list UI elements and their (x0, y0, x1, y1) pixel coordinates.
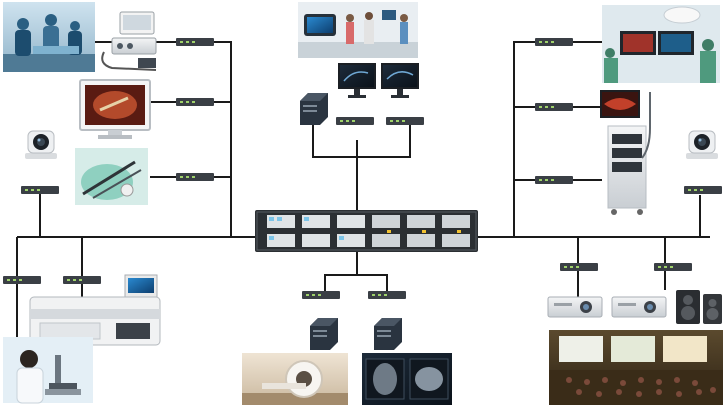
wire-bottom-fork (324, 274, 388, 293)
lecture-hall-photo-icon (549, 330, 723, 405)
mri-scanner-photo-icon (242, 353, 348, 405)
edge-switch (560, 263, 598, 271)
edge-switch (302, 291, 340, 299)
edge-switch (176, 173, 214, 181)
operating-room-display-photo-icon (602, 5, 720, 83)
surgical-monitor-icon (79, 79, 151, 139)
desktop-monitor-icon (338, 63, 376, 98)
ptz-camera-icon (25, 130, 57, 159)
speaker-icon (676, 290, 700, 324)
edge-switch (176, 38, 214, 46)
projector-icon (547, 296, 603, 318)
wire-left-trunk (95, 41, 255, 238)
edge-switches (3, 38, 722, 299)
ptz-camera-icon (686, 130, 718, 159)
edge-switch (63, 276, 101, 284)
edge-switch (176, 98, 214, 106)
server-tower-icon (310, 318, 338, 350)
edge-switch (336, 117, 374, 125)
surgery-photo-icon (3, 2, 95, 72)
edge-switch (535, 103, 573, 111)
server-tower-icon (374, 318, 402, 350)
server-tower-icon (300, 93, 328, 125)
edge-switch (3, 276, 41, 284)
desktop-monitor-icon (381, 63, 419, 98)
endoscope-console-icon (101, 11, 157, 71)
edge-switch (386, 117, 424, 125)
tablet-meeting-photo-icon (298, 2, 418, 58)
microscope-lab-photo-icon (3, 337, 93, 404)
surgical-tool-photo-icon (75, 148, 148, 205)
edge-switch (535, 176, 573, 184)
laboratory-analyzer-icon (29, 274, 161, 346)
edge-switch (684, 186, 722, 194)
wire-top-fork (312, 125, 411, 158)
edge-switch (535, 38, 573, 46)
scan-imaging-photo-icon (362, 353, 452, 405)
wire-right-trunk (478, 41, 602, 238)
speaker-icon (703, 294, 722, 324)
edge-switch (21, 186, 59, 194)
projector-icon (611, 296, 667, 318)
edge-switch (368, 291, 406, 299)
endoscopy-tower-icon (600, 90, 651, 215)
edge-switch (654, 263, 692, 271)
core-switch-icon (255, 210, 478, 252)
